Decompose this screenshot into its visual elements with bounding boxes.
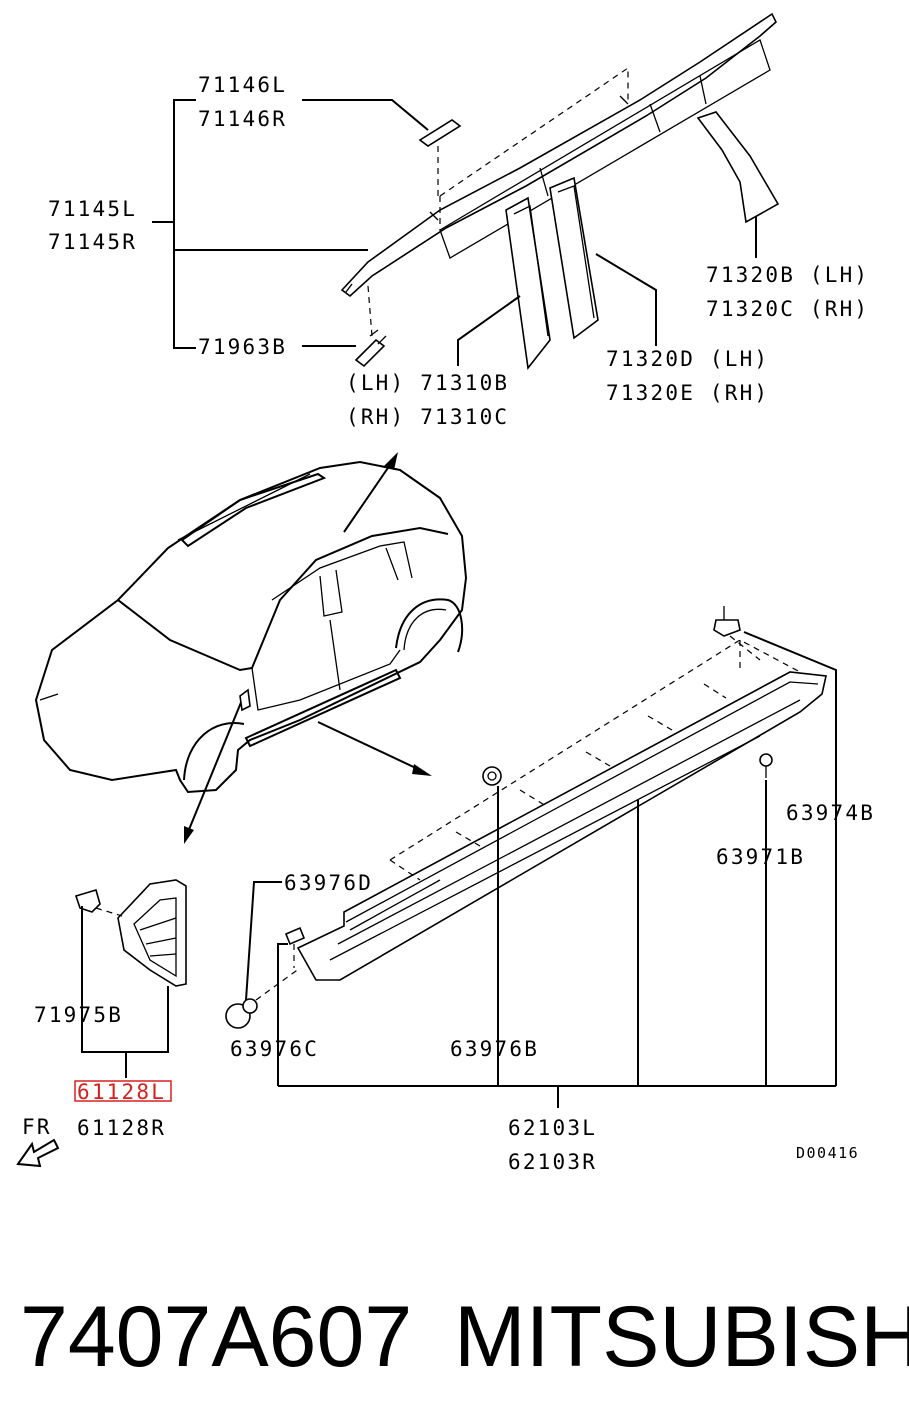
top-leaders xyxy=(152,99,757,366)
label-63974b: 63974B xyxy=(786,801,875,825)
part-number: 7407A607 xyxy=(20,1289,412,1385)
label-62103r: 62103R xyxy=(508,1150,597,1174)
label-71310b: (LH) 71310B xyxy=(346,371,509,395)
label-61128l: 61128L xyxy=(77,1080,166,1104)
label-71320e: 71320E (RH) xyxy=(606,381,769,405)
label-71320c: 71320C (RH) xyxy=(706,297,869,321)
clip-63976d xyxy=(225,967,301,1029)
label-fr: FR xyxy=(22,1115,52,1139)
label-63976d: 63976D xyxy=(284,871,373,895)
label-71963b: 71963B xyxy=(198,335,287,359)
label-71146r: 71146R xyxy=(198,107,287,131)
car-outline xyxy=(34,452,468,844)
front-arrow-icon xyxy=(16,1138,60,1168)
label-71310c: (RH) 71310C xyxy=(346,405,509,429)
label-71145r: 71145R xyxy=(48,230,137,254)
label-62103l: 62103L xyxy=(508,1116,597,1140)
label-71320b: 71320B (LH) xyxy=(706,263,869,287)
label-71146l: 71146L xyxy=(198,73,287,97)
label-63971b: 63971B xyxy=(716,845,805,869)
label-71145l: 71145L xyxy=(48,197,137,221)
diagram-code: D00416 xyxy=(796,1144,859,1162)
label-63976b: 63976B xyxy=(450,1037,539,1061)
bottom-leaders xyxy=(81,631,837,1108)
screw-63971b xyxy=(759,753,773,778)
label-63976c: 63976C xyxy=(230,1037,319,1061)
roof-moulding-drawing xyxy=(340,12,780,370)
clip-71963b xyxy=(354,329,387,368)
brand-name: MITSUBISHI xyxy=(454,1289,909,1385)
side-sill-drawing xyxy=(225,606,827,1029)
label-71320d: 71320D (LH) xyxy=(606,347,769,371)
label-61128r: 61128R xyxy=(77,1116,166,1140)
clip-63976b xyxy=(482,766,502,786)
clip-63974b xyxy=(713,606,761,661)
label-71975b: 71975B xyxy=(34,1003,123,1027)
fender-garnish-drawing xyxy=(74,879,187,987)
clip-63976c xyxy=(284,926,306,968)
highlight-box xyxy=(74,1080,172,1102)
